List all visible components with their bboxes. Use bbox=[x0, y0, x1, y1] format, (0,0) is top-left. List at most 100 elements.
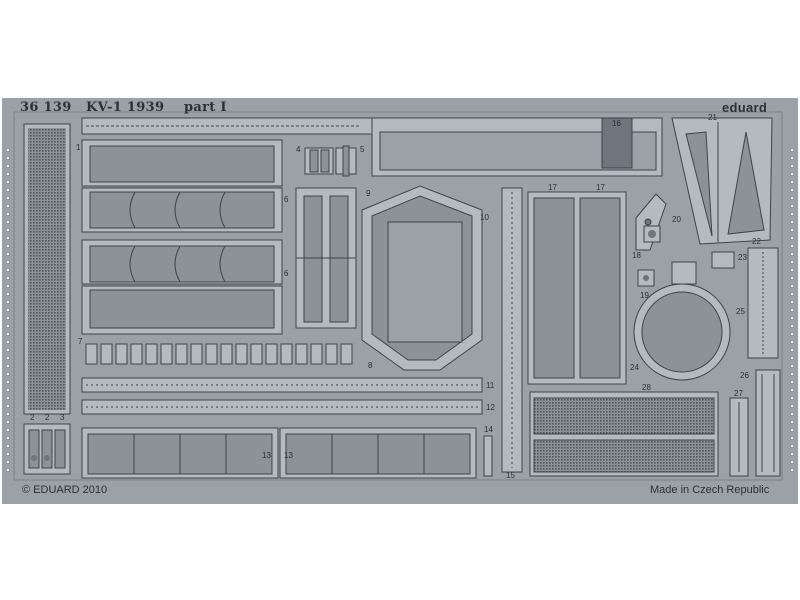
edge-hole bbox=[790, 220, 794, 224]
part-15-rail bbox=[501, 187, 523, 473]
part-9-frame bbox=[295, 187, 357, 329]
part-24-ring bbox=[633, 261, 731, 381]
edge-hole bbox=[790, 316, 794, 320]
edge-hole bbox=[6, 428, 10, 432]
parts-7-8-clips bbox=[85, 343, 353, 365]
edge-hole bbox=[6, 460, 10, 464]
part-number: 12 bbox=[486, 403, 495, 412]
edge-hole bbox=[6, 388, 10, 392]
edge-hole bbox=[6, 196, 10, 200]
edge-hole bbox=[790, 188, 794, 192]
clip bbox=[295, 343, 308, 365]
edge-hole bbox=[6, 372, 10, 376]
edge-hole bbox=[790, 444, 794, 448]
edge-hole bbox=[790, 260, 794, 264]
edge-hole bbox=[790, 340, 794, 344]
edge-hole bbox=[790, 204, 794, 208]
edge-hole bbox=[6, 180, 10, 184]
part-28-mesh bbox=[529, 391, 719, 477]
edge-hole bbox=[790, 228, 794, 232]
part-number: 28 bbox=[642, 383, 651, 392]
edge-hole bbox=[6, 260, 10, 264]
edge-hole bbox=[6, 204, 10, 208]
part-number: 8 bbox=[368, 361, 373, 370]
part-number: 4 bbox=[296, 145, 301, 154]
edge-hole bbox=[790, 468, 794, 472]
edge-hole bbox=[6, 300, 10, 304]
clip bbox=[190, 343, 203, 365]
part-number: 1 bbox=[76, 143, 81, 152]
edge-hole bbox=[6, 420, 10, 424]
parts-11-12-rails bbox=[81, 377, 483, 415]
edge-hole bbox=[790, 268, 794, 272]
part-number: 10 bbox=[480, 213, 489, 222]
edge-hole bbox=[790, 436, 794, 440]
clip bbox=[220, 343, 233, 365]
edge-hole bbox=[790, 148, 794, 152]
clip bbox=[250, 343, 263, 365]
edge-hole bbox=[790, 324, 794, 328]
part-number: 26 bbox=[740, 371, 749, 380]
part-21-triangles bbox=[671, 117, 773, 245]
clip bbox=[85, 343, 98, 365]
clip bbox=[280, 343, 293, 365]
part-number: 13 bbox=[262, 451, 271, 460]
part-number: 23 bbox=[738, 253, 747, 262]
edge-hole bbox=[6, 452, 10, 456]
edge-hole bbox=[790, 172, 794, 176]
edge-hole bbox=[790, 164, 794, 168]
brand-logo: eduard bbox=[722, 100, 768, 115]
edge-hole bbox=[6, 308, 10, 312]
edge-hole bbox=[790, 380, 794, 384]
part-number: 9 bbox=[366, 189, 371, 198]
part-number: 2 bbox=[45, 413, 50, 422]
copyright: © EDUARD 2010 bbox=[22, 484, 108, 496]
part-1-mesh bbox=[28, 128, 66, 410]
clip bbox=[265, 343, 278, 365]
edge-hole-rows bbox=[6, 148, 794, 472]
part-number: 6 bbox=[284, 195, 289, 204]
parts-2-3-brackets bbox=[23, 423, 71, 475]
part-number: 21 bbox=[708, 113, 717, 122]
edge-hole bbox=[6, 364, 10, 368]
edge-hole bbox=[6, 412, 10, 416]
part-number: 16 bbox=[612, 119, 621, 128]
edge-hole bbox=[790, 348, 794, 352]
part-number: 27 bbox=[734, 389, 743, 398]
edge-hole bbox=[790, 372, 794, 376]
clip bbox=[175, 343, 188, 365]
edge-hole bbox=[6, 156, 10, 160]
edge-hole bbox=[6, 276, 10, 280]
part-number: 5 bbox=[360, 145, 365, 154]
edge-hole bbox=[790, 428, 794, 432]
edge-hole bbox=[6, 188, 10, 192]
edge-hole bbox=[790, 244, 794, 248]
edge-hole bbox=[6, 236, 10, 240]
edge-hole bbox=[6, 348, 10, 352]
edge-hole bbox=[6, 252, 10, 256]
part-number: 2 bbox=[30, 413, 35, 422]
edge-hole bbox=[6, 324, 10, 328]
edge-hole bbox=[790, 364, 794, 368]
clip bbox=[310, 343, 323, 365]
part-number: 14 bbox=[484, 425, 493, 434]
part-number: 24 bbox=[630, 363, 639, 372]
clip bbox=[235, 343, 248, 365]
part-number: 17 bbox=[548, 183, 557, 192]
edge-hole bbox=[6, 468, 10, 472]
part-number: 20 bbox=[672, 215, 681, 224]
clip bbox=[100, 343, 113, 365]
edge-hole bbox=[790, 356, 794, 360]
edge-hole bbox=[6, 436, 10, 440]
edge-hole bbox=[6, 164, 10, 168]
edge-hole bbox=[6, 228, 10, 232]
clip bbox=[340, 343, 353, 365]
top-long-strip bbox=[81, 117, 663, 177]
edge-hole bbox=[6, 396, 10, 400]
origin-label: Made in Czech Republic bbox=[650, 484, 770, 496]
edge-hole bbox=[6, 268, 10, 272]
part-number: 3 bbox=[60, 413, 65, 422]
part-number: 6 bbox=[284, 269, 289, 278]
edge-hole bbox=[790, 196, 794, 200]
